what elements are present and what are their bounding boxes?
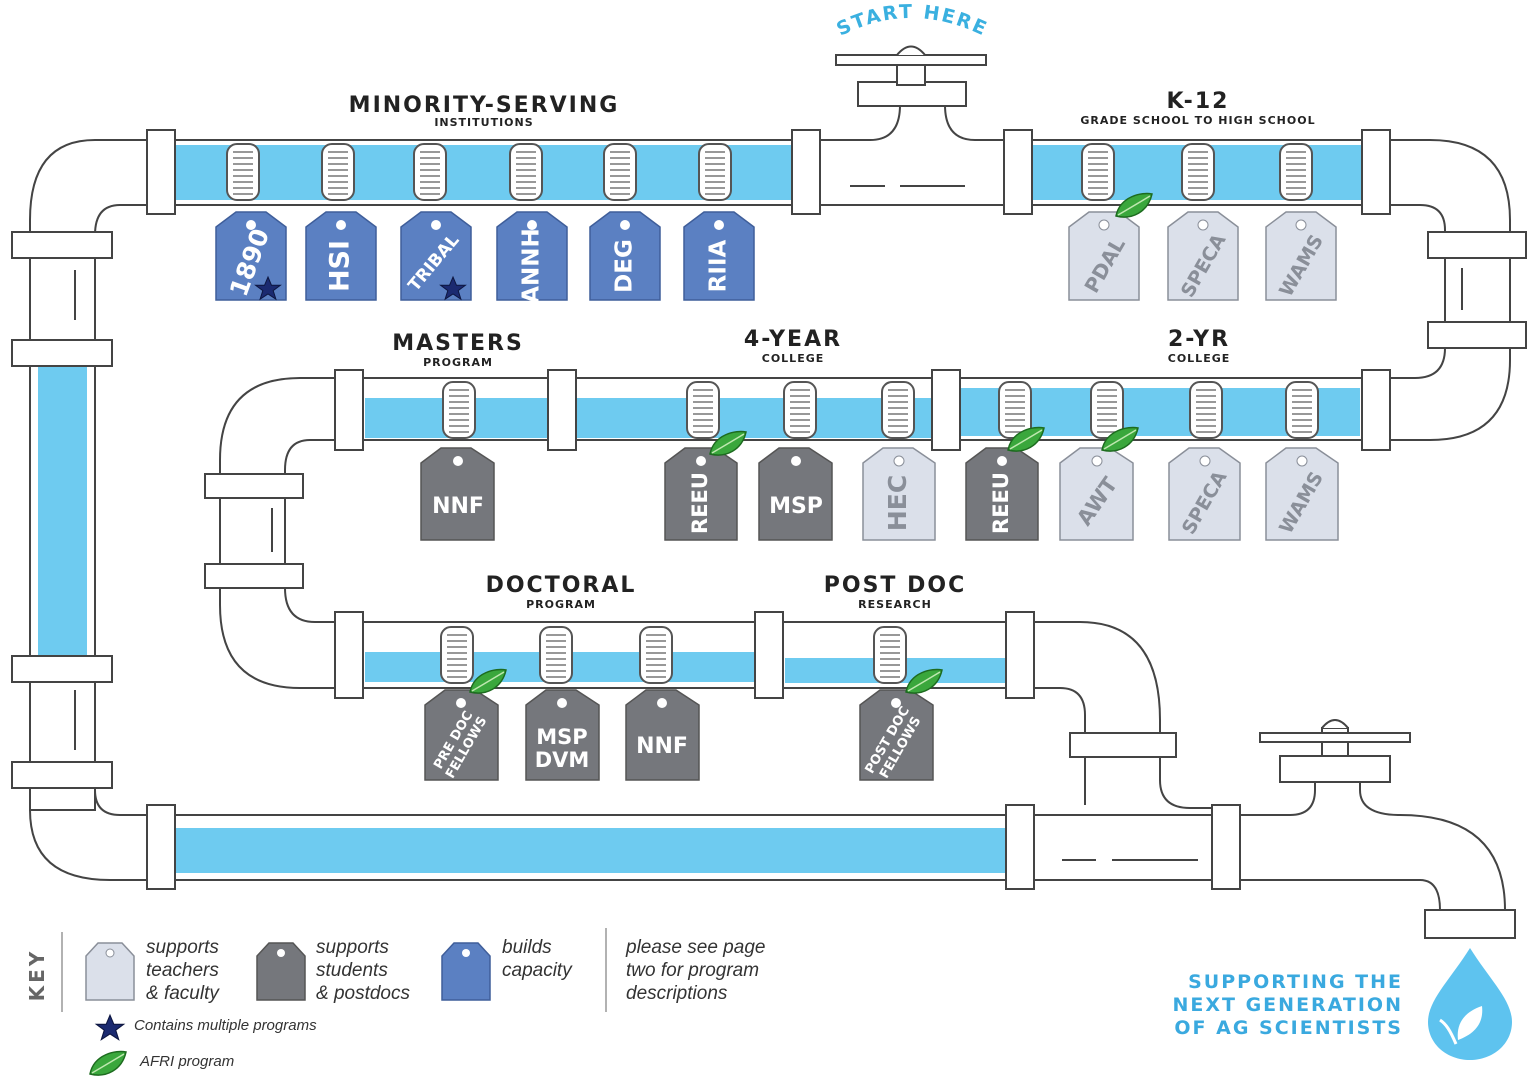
tag-hec-label: HEC xyxy=(883,475,912,531)
start-here-label: START HERE xyxy=(833,1,991,41)
tag-reeu-2yr-label: REEU xyxy=(989,472,1013,534)
key-afri-program: AFRI program xyxy=(139,1053,234,1070)
tag-riia-label: RIIA xyxy=(706,239,732,292)
tag-nnf-masters[interactable]: NNF xyxy=(420,447,495,541)
tag-msp-4yr-label: MSP xyxy=(769,494,823,519)
tag-annh-label: ANNH xyxy=(519,228,545,304)
tag-mspdvm-line1: MSP xyxy=(536,725,587,749)
key-students-line2: students xyxy=(316,960,388,981)
tag-riia[interactable]: RIIA xyxy=(683,211,755,301)
tag-msp-4yr[interactable]: MSP xyxy=(758,447,833,541)
key-teachers-line1: supports xyxy=(146,937,219,958)
key-multiple-programs: Contains multiple programs xyxy=(134,1017,317,1034)
tag-annh[interactable]: ANNH xyxy=(496,211,568,304)
tagline-line2: NEXT GENERATION xyxy=(1172,994,1403,1016)
key-teachers-line3: & faculty xyxy=(146,983,220,1004)
doctoral-subheading: PROGRAM xyxy=(526,598,596,611)
four-year-subheading: COLLEGE xyxy=(762,352,825,365)
tag-wams-2yr[interactable]: WAMS xyxy=(1265,447,1339,541)
key-students-line3: & postdocs xyxy=(316,983,410,1004)
two-year-heading: 2-YR xyxy=(1168,327,1230,352)
key-label: KEY xyxy=(25,949,49,1002)
postdoc-subheading: RESEARCH xyxy=(858,598,932,611)
tag-nnf-doc[interactable]: NNF xyxy=(625,689,700,781)
tag-reeu-2yr[interactable]: REEU xyxy=(965,426,1045,541)
two-year-subheading: COLLEGE xyxy=(1168,352,1231,365)
tag-reeu-4yr-label: REEU xyxy=(688,472,712,534)
tag-reeu-4yr[interactable]: REEU xyxy=(664,430,747,541)
key-note-line1: please see page xyxy=(625,937,765,958)
msi-heading: MINORITY-SERVING xyxy=(349,93,620,118)
tag-deg-label: DEG xyxy=(612,239,638,293)
key-capacity-line2: capacity xyxy=(502,960,573,981)
tag-nnf-masters-label: NNF xyxy=(432,494,484,519)
tag-hec[interactable]: HEC xyxy=(862,447,936,541)
key-note-line2: two for program xyxy=(626,960,759,981)
tagline-line3: OF AG SCIENTISTS xyxy=(1174,1017,1403,1039)
key-students-line1: supports xyxy=(316,937,389,958)
tag-hsi[interactable]: HSI xyxy=(305,211,377,301)
k12-heading: K-12 xyxy=(1167,89,1230,114)
tag-tribal[interactable]: TRIBAL xyxy=(400,211,472,301)
tag-mspdvm-line2: DVM xyxy=(535,748,590,772)
key-teachers-line2: teachers xyxy=(146,960,219,981)
four-year-heading: 4-YEAR xyxy=(744,327,842,352)
tagline-line1: SUPPORTING THE xyxy=(1188,971,1403,993)
water-drop-icon xyxy=(1428,948,1512,1060)
msi-subheading: INSTITUTIONS xyxy=(434,116,533,129)
student-tag-swatch xyxy=(256,942,306,1001)
star-icon xyxy=(95,1014,125,1041)
legend-key: KEY supports teachers & faculty supports… xyxy=(25,928,765,1076)
tag-speca-2yr[interactable]: SPECA xyxy=(1168,447,1241,541)
masters-subheading: PROGRAM xyxy=(423,356,493,369)
key-note-line3: descriptions xyxy=(626,983,728,1004)
tag-postdoc-fellows[interactable]: POST DOC FELLOWS xyxy=(859,668,943,784)
capacity-tag-swatch xyxy=(441,942,491,1001)
tag-hsi-label: HSI xyxy=(325,240,356,292)
tag-1890[interactable]: 1890 xyxy=(215,211,287,301)
key-capacity-line1: builds xyxy=(502,937,552,958)
tag-wams-k12[interactable]: WAMS xyxy=(1265,211,1337,301)
teacher-tag-swatch xyxy=(85,942,135,1001)
k12-subheading: GRADE SCHOOL TO HIGH SCHOOL xyxy=(1080,114,1315,127)
doctoral-heading: DOCTORAL xyxy=(486,573,637,598)
tag-deg[interactable]: DEG xyxy=(589,211,661,301)
tag-msp-dvm[interactable]: MSP DVM xyxy=(525,689,600,781)
tag-awt[interactable]: AWT xyxy=(1059,426,1139,541)
tag-nnf-doc-label: NNF xyxy=(636,734,688,759)
postdoc-heading: POST DOC xyxy=(824,573,966,598)
tag-pdal[interactable]: PDAL xyxy=(1068,192,1153,301)
tag-predoc-fellows[interactable]: PRE DOC FELLOWS xyxy=(424,668,507,782)
masters-heading: MASTERS xyxy=(392,331,524,356)
leaf-icon xyxy=(89,1050,127,1076)
tag-speca-k12[interactable]: SPECA xyxy=(1167,211,1239,301)
tagline: SUPPORTING THE NEXT GENERATION OF AG SCI… xyxy=(1172,971,1403,1039)
